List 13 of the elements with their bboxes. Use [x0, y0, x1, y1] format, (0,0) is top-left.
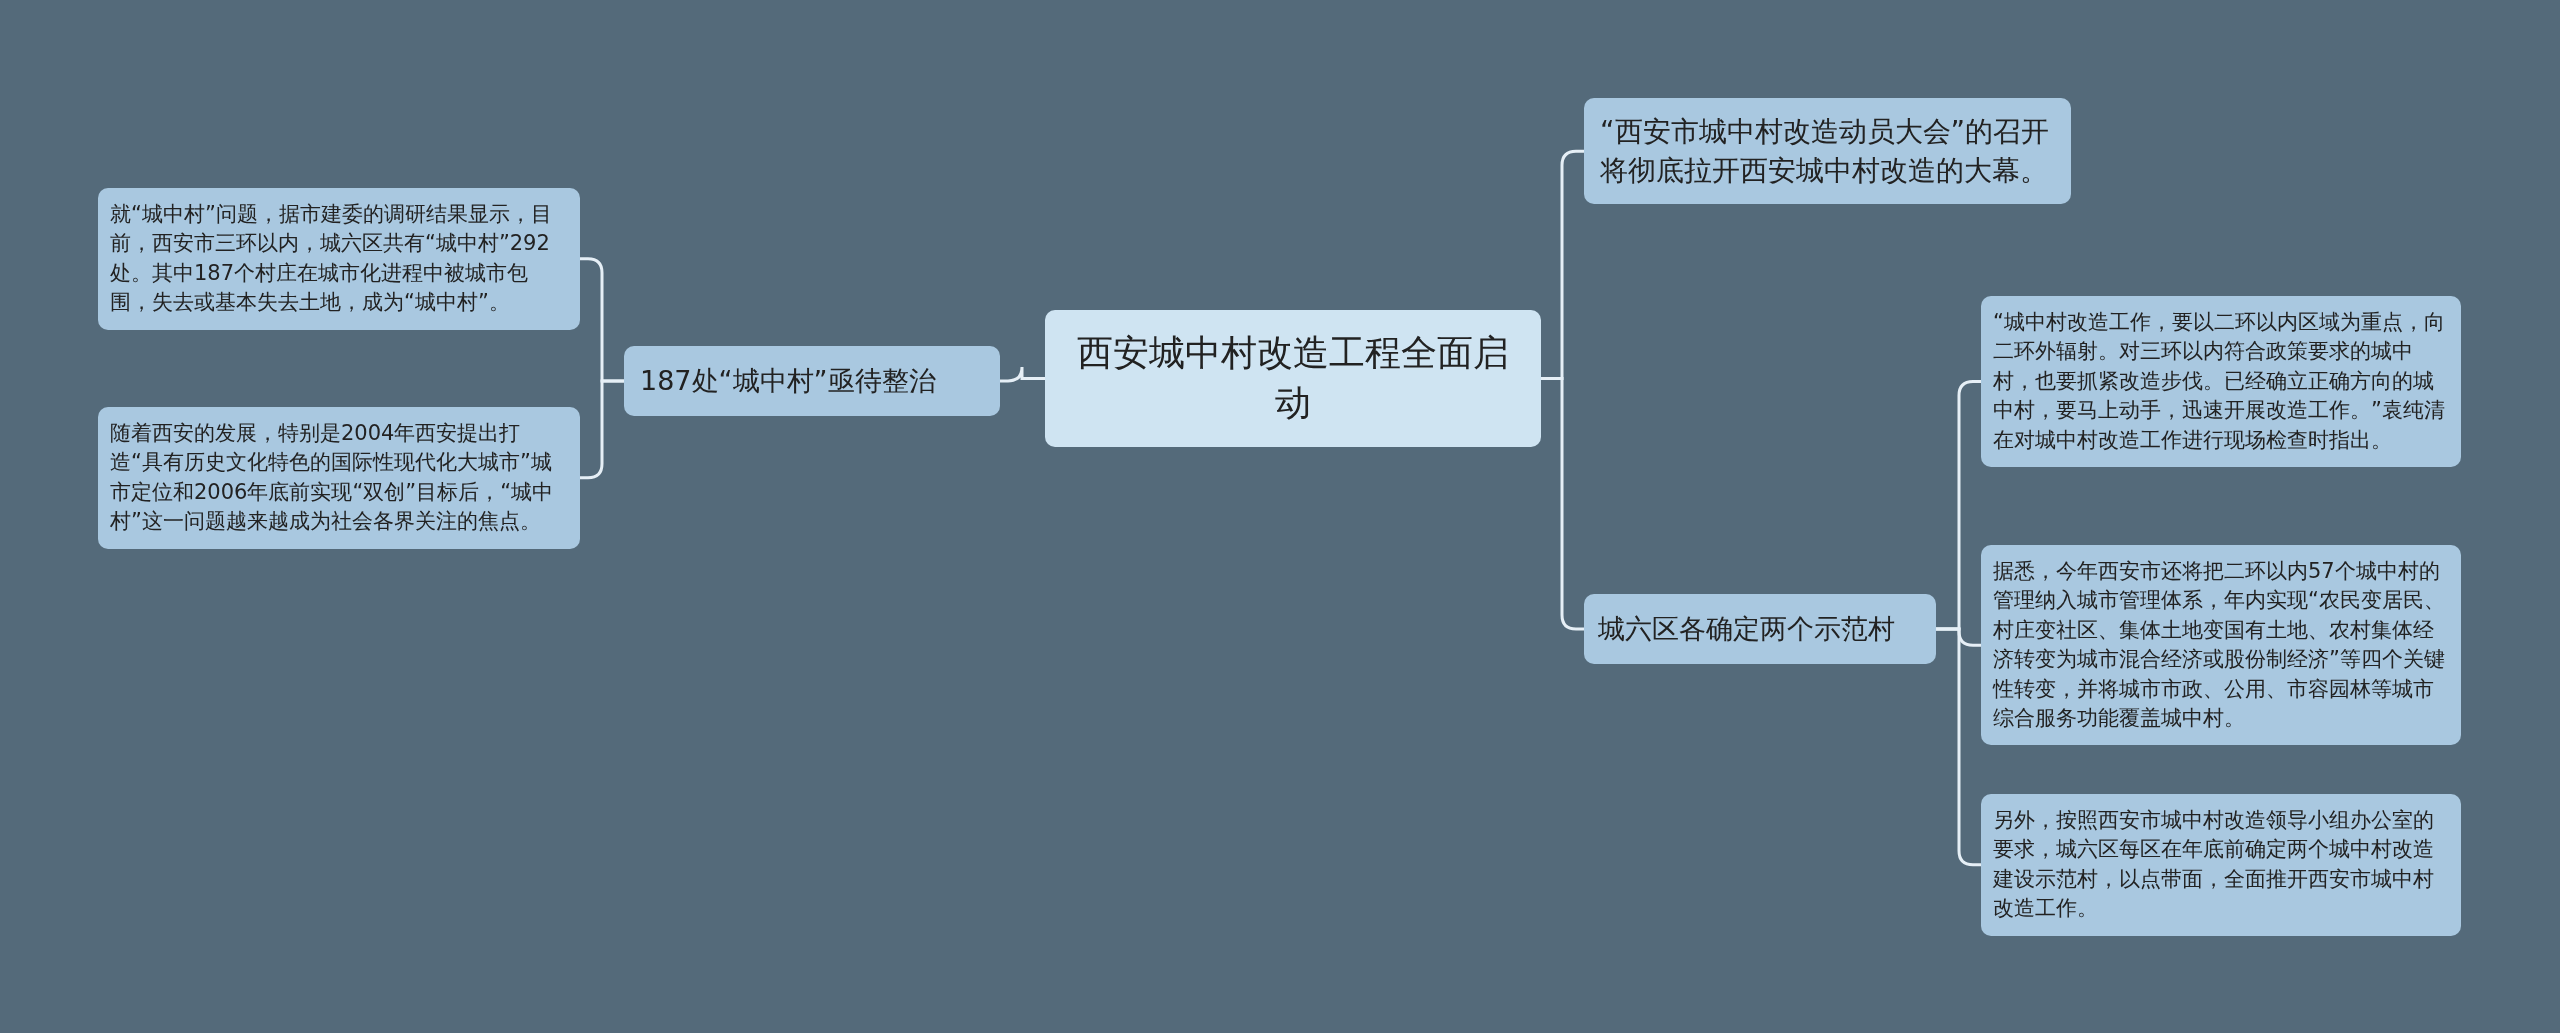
connector-line — [1000, 365, 1045, 383]
note-box: 据悉，今年西安市还将把二环以内57个城中村的管理纳入城市管理体系，年内实现“农民变居民、村庄变社区、集体土地变国有土地、农村集体经济转变为城市混合经济或股份制经济”等四个关键性转变，并将城市市政、公用、市容园林等城市综合服务功能覆盖城中村。 — [1981, 545, 2461, 746]
topic-box: 187处“城中村”亟待整治 — [624, 346, 1000, 416]
topic-box: 城六区各确定两个示范村 — [1584, 594, 1936, 664]
note-box: 随着西安的发展，特别是2004年西安提出打造“具有历史文化特色的国际性现代化大城市”城市定位和2006年底前实现“双创”目标后，“城中村”这一问题越来越成为社会各界关注的焦点。 — [98, 407, 580, 549]
connector-line — [1936, 627, 1981, 867]
note-box: “西安市城中村改造动员大会”的召开将彻底拉开西安城中村改造的大幕。 — [1584, 98, 2071, 205]
connector-line — [580, 379, 624, 480]
note-box: “城中村改造工作，要以二环以内区域为重点，向二环外辐射。对三环以内符合政策要求的城中村，也要抓紧改造步伐。已经确立正确方向的城中村，要马上动手，迅速开展改造工作。”袁纯清在对城中村改造工作进行现场检查时指出。 — [1981, 296, 2461, 467]
note-box: 另外，按照西安市城中村改造领导小组办公室的要求，城六区每区在年底前确定两个城中村改造建设示范村，以点带面，全面推开西安市城中村改造工作。 — [1981, 794, 2461, 936]
note-box: 就“城中村”问题，据市建委的调研结果显示，目前，西安市三环以内，城六区共有“城中村”292处。其中187个村庄在城市化进程中被城市包围，失去或基本失去土地，成为“城中村”。 — [98, 188, 580, 330]
central-topic-box: 西安城中村改造工程全面启动 — [1045, 310, 1541, 447]
connector-line — [1541, 376, 1584, 631]
